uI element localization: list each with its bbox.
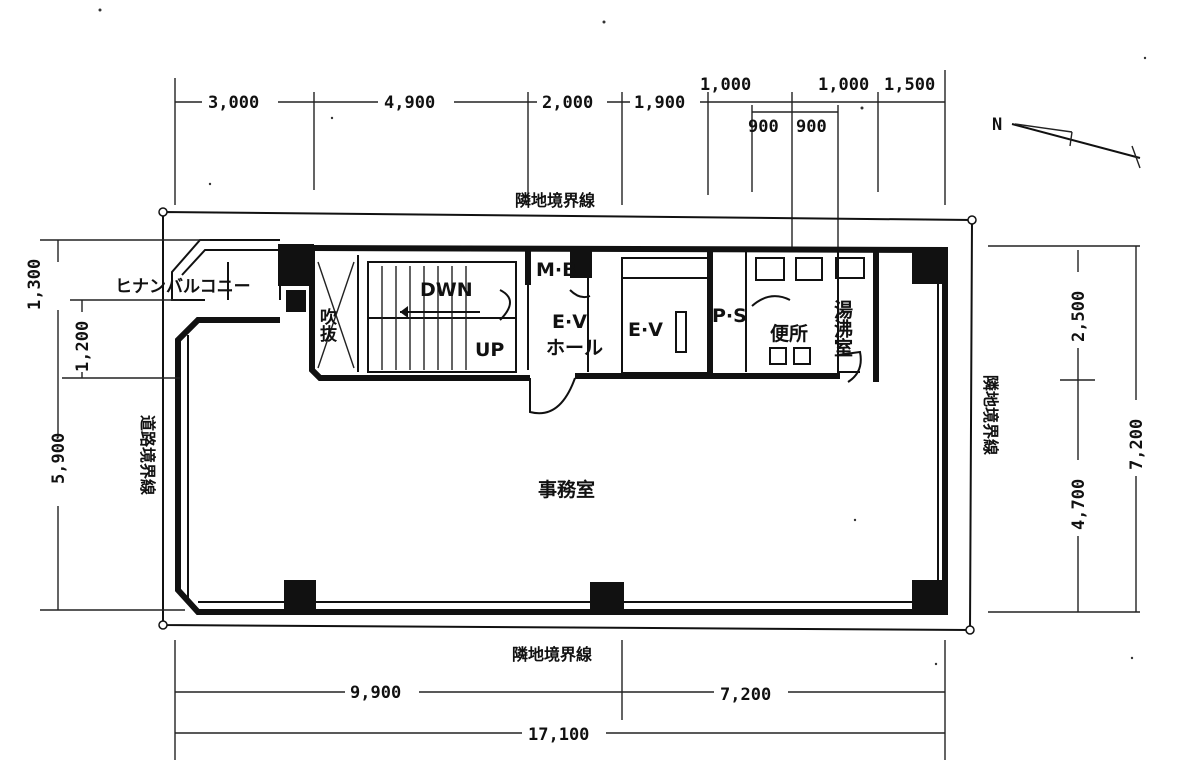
dim-left-2: 1,200 xyxy=(73,321,93,372)
scan-specks xyxy=(98,8,1147,666)
structural-columns xyxy=(278,244,946,614)
site-boundary xyxy=(158,207,977,635)
staircase xyxy=(367,261,517,373)
dim-left-3: 5,900 xyxy=(49,433,69,484)
dim-right-2: 4,700 xyxy=(1069,479,1089,530)
door-swings xyxy=(529,289,862,415)
dim-top-7: 1,500 xyxy=(884,75,935,95)
ps-label: P·S xyxy=(712,305,747,327)
office-label: 事務室 xyxy=(538,478,595,501)
boundary-right-label: 隣地境界線 xyxy=(981,375,1000,455)
dim-top-1: 3,000 xyxy=(208,93,259,113)
dim-bottom-1: 9,900 xyxy=(350,683,401,703)
toilet-label: 便所 xyxy=(770,323,808,345)
dim-top-sub-2: 900 xyxy=(796,117,827,137)
void-cross xyxy=(317,261,355,369)
dim-top-4: 1,900 xyxy=(634,93,685,113)
dim-bottom-total: 17,100 xyxy=(528,725,589,745)
bottom-dimensions xyxy=(174,640,946,760)
left-dimensions xyxy=(40,239,210,611)
dim-top-3: 2,000 xyxy=(542,93,593,113)
north-arrow: N xyxy=(992,115,1141,169)
stair-up-label: UP xyxy=(475,339,504,361)
stair-down-label: DWN xyxy=(420,279,473,301)
building-walls xyxy=(171,239,948,615)
ev-label: E·V xyxy=(628,319,663,341)
dim-top-5: 1,000 xyxy=(700,75,751,95)
north-arrow-label: N xyxy=(992,115,1002,135)
balcony-label: ヒナンバルコニー xyxy=(115,277,251,297)
dim-bottom-2: 7,200 xyxy=(720,685,771,705)
ev-hall-label-1: E·V xyxy=(552,311,587,333)
void-label: 吹抜 xyxy=(316,307,337,343)
dim-right-1: 2,500 xyxy=(1069,291,1089,342)
dim-top-2: 4,900 xyxy=(384,93,435,113)
toilet-fixtures xyxy=(755,257,865,365)
dim-right-3: 7,200 xyxy=(1127,419,1147,470)
right-dimensions xyxy=(988,245,1148,613)
boundary-left-label: 道路境界線 xyxy=(138,415,157,495)
kitchen-label: 湯沸室 xyxy=(831,300,853,357)
dim-top-sub-1: 900 xyxy=(748,117,779,137)
ev-hall-label-2: ホール xyxy=(546,337,603,359)
mb-label: M·B xyxy=(536,259,577,281)
dim-top-6: 1,000 xyxy=(818,75,869,95)
dim-left-1: 1,300 xyxy=(25,259,45,310)
boundary-top-label: 隣地境界線 xyxy=(515,191,595,210)
boundary-bottom-label: 隣地境界線 xyxy=(512,645,592,664)
top-dimensions: 3,000 4,900 2,000 1,900 1,000 1,000 1,50… xyxy=(174,70,946,250)
